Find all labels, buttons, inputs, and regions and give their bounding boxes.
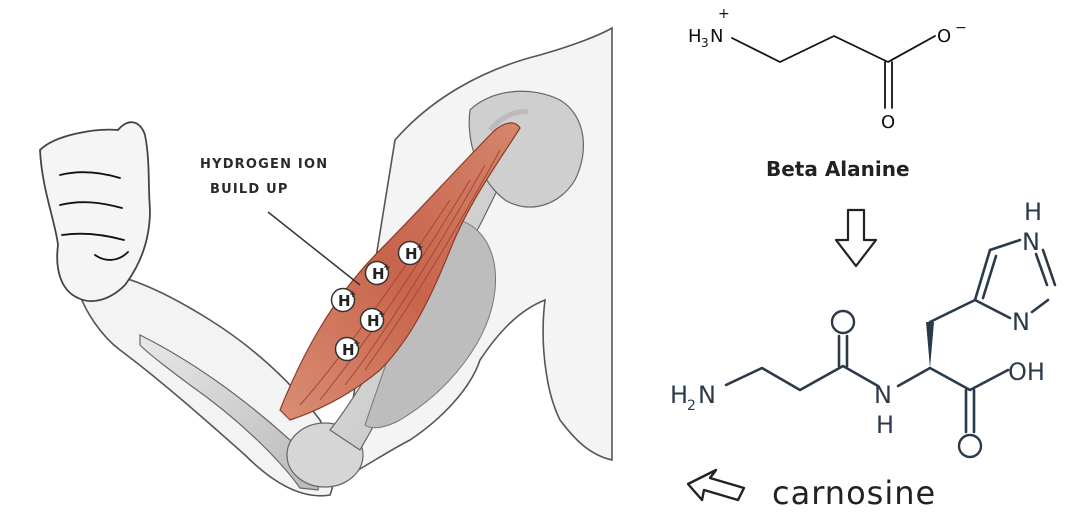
ba-carbonyl-o: O — [881, 112, 895, 133]
down-arrow-icon — [834, 208, 878, 268]
fist — [39, 121, 151, 302]
carn-amine-n: N — [698, 381, 716, 409]
biceps-fiber-4 — [364, 149, 501, 371]
hydrogen-ion: H + — [330, 287, 357, 313]
svg-text:+: + — [383, 263, 391, 273]
carn-amide-o-ring — [830, 309, 856, 335]
carn-ring-nh-n: N — [1022, 228, 1040, 256]
carn-ring-bond-3b — [1034, 252, 1049, 287]
carn-acid-o-ring — [957, 433, 983, 459]
svg-text:+: + — [349, 290, 357, 300]
svg-text:+: + — [353, 339, 361, 349]
forearm-bones — [139, 334, 320, 491]
finger-line-2 — [59, 201, 123, 209]
hydrogen-ion: H + — [334, 336, 361, 362]
carn-amide-h: H — [876, 411, 894, 439]
ba-backbone — [731, 35, 936, 63]
finger-line-3 — [61, 232, 125, 241]
thumb-line — [94, 251, 129, 261]
biceps-fiber-3 — [344, 164, 486, 386]
ba-amine-charge: + — [718, 6, 730, 22]
biceps-tendon — [488, 109, 529, 132]
hydrogen-ion: H + — [364, 260, 391, 286]
carn-acid-oh: OH — [1008, 358, 1045, 386]
finger-line-1 — [59, 171, 121, 179]
hydrogen-ion: H + — [359, 307, 386, 333]
beta-alanine-structure: H 3 N + O − O — [688, 6, 967, 133]
carn-alpha-bonds — [896, 366, 1010, 392]
biceps-fiber-2 — [319, 179, 471, 401]
ba-amine-n: N — [710, 26, 723, 47]
svg-text:H: H — [372, 265, 385, 283]
carn-ring-bond-1b — [981, 254, 998, 300]
carn-ring-n: N — [1012, 308, 1030, 336]
carn-amide-n: N — [874, 381, 892, 409]
carn-ring-bond-3 — [1041, 248, 1057, 287]
ba-amine-h: H — [688, 26, 702, 47]
ba-carboxylate-o: O — [937, 26, 951, 47]
arm-illustration — [39, 26, 613, 497]
callout-line-1: HYDROGEN ION — [200, 157, 328, 172]
carn-ring-bond-4 — [1030, 298, 1050, 314]
carnosine-structure: H 2 N N H OH N H N — [670, 198, 1057, 459]
hydrogen-ion: H + — [397, 240, 424, 266]
carn-amine-subscript: 2 — [687, 398, 696, 414]
carn-backbone — [724, 364, 880, 392]
ba-carboxylate-charge: − — [955, 20, 967, 36]
svg-text:H: H — [342, 341, 355, 359]
carn-stereo-wedge — [926, 322, 934, 368]
carn-ring-bond-5 — [973, 298, 1012, 320]
svg-text:+: + — [416, 243, 424, 253]
ba-amine-subscript: 3 — [701, 36, 709, 50]
svg-text:H: H — [367, 312, 380, 330]
carn-amine-h: H — [670, 381, 688, 409]
carnosine-label: carnosine — [772, 474, 936, 512]
carn-ch2-ring-bond — [928, 298, 977, 324]
callout-leader-line — [267, 211, 361, 286]
callout-line-2: BUILD UP — [210, 182, 289, 197]
carn-ring-bond-1 — [973, 248, 992, 302]
beta-alanine-label: Beta Alanine — [766, 157, 910, 181]
svg-text:H: H — [338, 292, 351, 310]
svg-text:H: H — [405, 245, 418, 263]
svg-text:+: + — [378, 310, 386, 320]
carn-ring-nh-h: H — [1024, 198, 1042, 226]
carn-ring-bond-2 — [988, 238, 1022, 252]
left-arrow-icon — [686, 468, 746, 502]
